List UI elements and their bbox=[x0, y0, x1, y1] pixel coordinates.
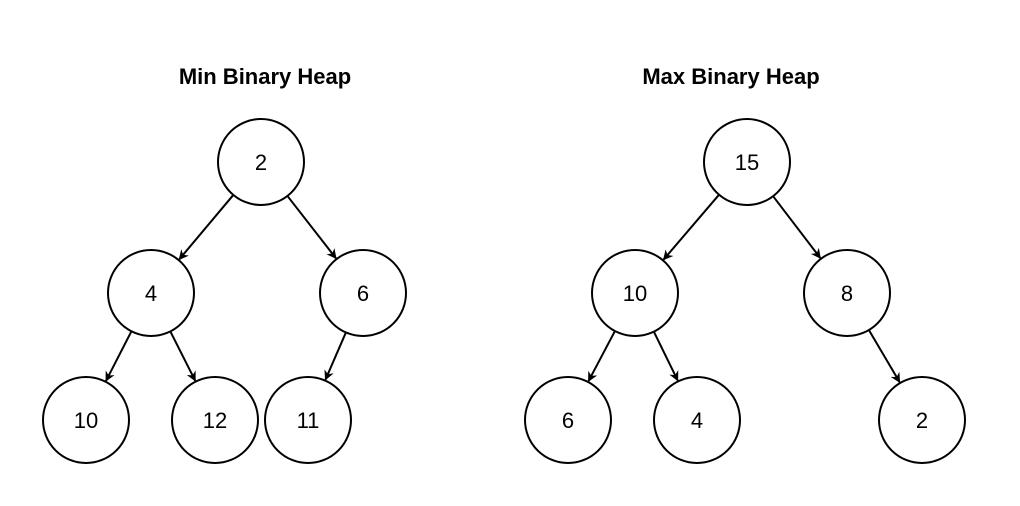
min-heap-node-value: 2 bbox=[255, 150, 267, 175]
min-heap-edge-n1-n3 bbox=[286, 195, 337, 260]
max-heap-node-value: 2 bbox=[916, 408, 928, 433]
min-heap-node-circle bbox=[171, 376, 259, 464]
min-heap-node: 4 bbox=[107, 249, 195, 337]
max-heap-node-value: 15 bbox=[735, 150, 759, 175]
max-heap-edge-n3-n6 bbox=[868, 329, 901, 383]
min-heap-node-value: 4 bbox=[145, 281, 157, 306]
max-heap-node-circle bbox=[653, 376, 741, 464]
min-heap-edge-n2-n5 bbox=[169, 330, 197, 382]
max-heap-edge-n1-n3 bbox=[772, 195, 822, 259]
max-heap-node-circle bbox=[703, 118, 791, 206]
min-heap-edges bbox=[105, 194, 347, 382]
max-heap-node-circle bbox=[803, 249, 891, 337]
min-heap-node: 11 bbox=[264, 376, 352, 464]
min-heap-node-circle bbox=[264, 376, 352, 464]
max-heap-node: 4 bbox=[653, 376, 741, 464]
min-heap-node-value: 6 bbox=[357, 281, 369, 306]
min-heap-node: 12 bbox=[171, 376, 259, 464]
min-heap-tree: Min Binary Heap 2 4 6 10 12 11 bbox=[42, 64, 407, 464]
max-heap-edge-n2-n5 bbox=[652, 331, 679, 382]
min-heap-node: 2 bbox=[217, 118, 305, 206]
min-heap-node-value: 10 bbox=[74, 408, 98, 433]
max-heap-node-circle bbox=[524, 376, 612, 464]
max-heap-title: Max Binary Heap bbox=[642, 64, 819, 89]
min-heap-node: 10 bbox=[42, 376, 130, 464]
max-heap-node: 10 bbox=[591, 249, 679, 337]
max-heap-node-value: 4 bbox=[691, 408, 703, 433]
min-heap-nodes: 2 4 6 10 12 11 bbox=[42, 118, 407, 464]
min-heap-node-value: 12 bbox=[203, 408, 227, 433]
min-heap-title: Min Binary Heap bbox=[179, 64, 351, 89]
max-heap-edges bbox=[587, 194, 901, 383]
min-heap-edge-n1-n2 bbox=[178, 194, 235, 261]
max-heap-node-value: 8 bbox=[841, 281, 853, 306]
max-heap-node: 15 bbox=[703, 118, 791, 206]
max-heap-node: 6 bbox=[524, 376, 612, 464]
min-heap-node-circle bbox=[42, 376, 130, 464]
max-heap-node-value: 6 bbox=[562, 408, 574, 433]
max-heap-edge-n1-n2 bbox=[662, 194, 720, 261]
max-heap-tree: Max Binary Heap 15 10 8 6 4 2 bbox=[524, 64, 966, 464]
min-heap-node-value: 11 bbox=[297, 408, 320, 433]
max-heap-node: 8 bbox=[803, 249, 891, 337]
max-heap-node-value: 10 bbox=[623, 281, 647, 306]
min-heap-node: 6 bbox=[319, 249, 407, 337]
min-heap-edge-n3-n6 bbox=[324, 332, 347, 381]
min-heap-node-circle bbox=[107, 249, 195, 337]
max-heap-edge-n2-n4 bbox=[587, 330, 616, 382]
min-heap-edge-n2-n4 bbox=[105, 330, 133, 382]
max-heap-node-circle bbox=[878, 376, 966, 464]
max-heap-node-circle bbox=[591, 249, 679, 337]
max-heap-nodes: 15 10 8 6 4 2 bbox=[524, 118, 966, 464]
min-heap-node-circle bbox=[319, 249, 407, 337]
max-heap-node: 2 bbox=[878, 376, 966, 464]
min-heap-node-circle bbox=[217, 118, 305, 206]
